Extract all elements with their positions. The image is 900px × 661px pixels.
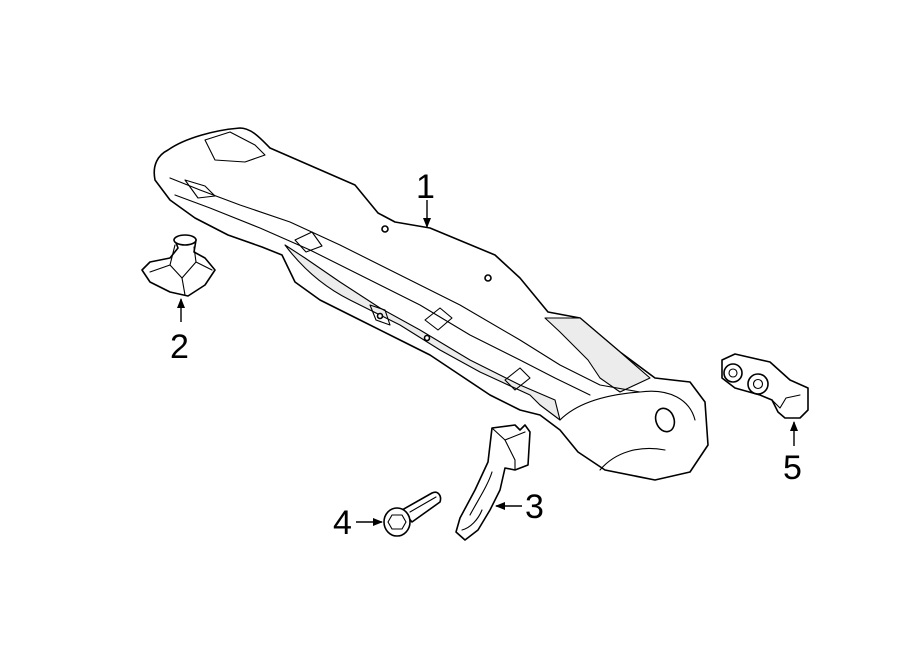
callout-3: 3 [495, 488, 544, 526]
callout-1: 1 [416, 168, 435, 228]
part-2-clip [141, 234, 216, 297]
callout-2: 2 [170, 298, 189, 366]
part-4-bolt [383, 491, 442, 537]
callout-3-label: 3 [525, 488, 544, 526]
callout-2-label: 2 [170, 328, 189, 366]
callout-5: 5 [783, 421, 802, 487]
part-1-crossmember [153, 127, 709, 481]
callout-4: 4 [333, 504, 383, 542]
part-3-bracket [455, 424, 531, 541]
callout-4-label: 4 [333, 504, 352, 542]
callout-5-label: 5 [783, 449, 802, 487]
part-5-hinge-bracket [721, 353, 809, 419]
callout-1-label: 1 [416, 168, 435, 206]
